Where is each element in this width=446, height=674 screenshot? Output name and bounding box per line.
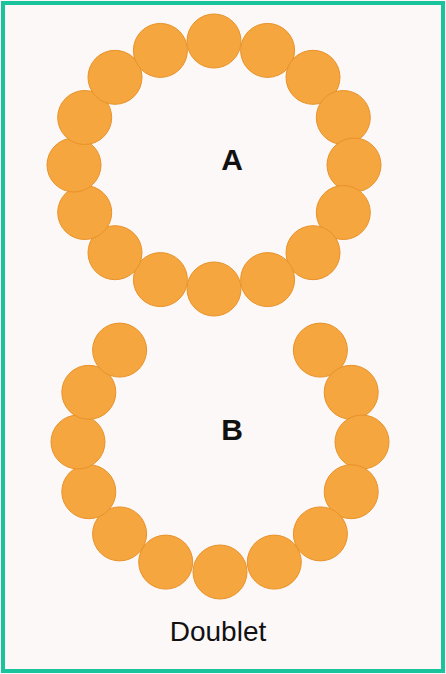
tubulin-subunit xyxy=(241,253,295,307)
figure-caption: Doublet xyxy=(170,616,267,648)
tubulin-subunit xyxy=(187,14,241,68)
tubulin-subunit xyxy=(58,186,112,240)
tubule-label: A xyxy=(221,143,243,177)
tubulin-subunit xyxy=(241,23,295,77)
tubule-label: B xyxy=(221,413,243,447)
tubulin-subunit xyxy=(193,545,247,599)
tubulin-subunit xyxy=(133,253,187,307)
tubulin-subunit xyxy=(293,507,347,561)
tubulin-subunit xyxy=(324,365,378,419)
tubulin-subunit xyxy=(139,535,193,589)
tubulin-subunit xyxy=(327,138,381,192)
microtubule-rings xyxy=(47,14,389,599)
tubulin-subunit xyxy=(316,91,370,145)
tubulin-subunit xyxy=(88,50,142,104)
tubulin-subunit xyxy=(335,415,389,469)
tubulin-subunit xyxy=(133,23,187,77)
tubulin-subunit xyxy=(286,226,340,280)
tubulin-subunit xyxy=(187,262,241,316)
tubulin-subunit xyxy=(51,415,105,469)
frame-border xyxy=(3,3,443,671)
tubulin-subunit xyxy=(93,323,147,377)
tubulin-subunit xyxy=(47,138,101,192)
tubulin-subunit xyxy=(62,465,116,519)
tubulin-subunit xyxy=(247,535,301,589)
